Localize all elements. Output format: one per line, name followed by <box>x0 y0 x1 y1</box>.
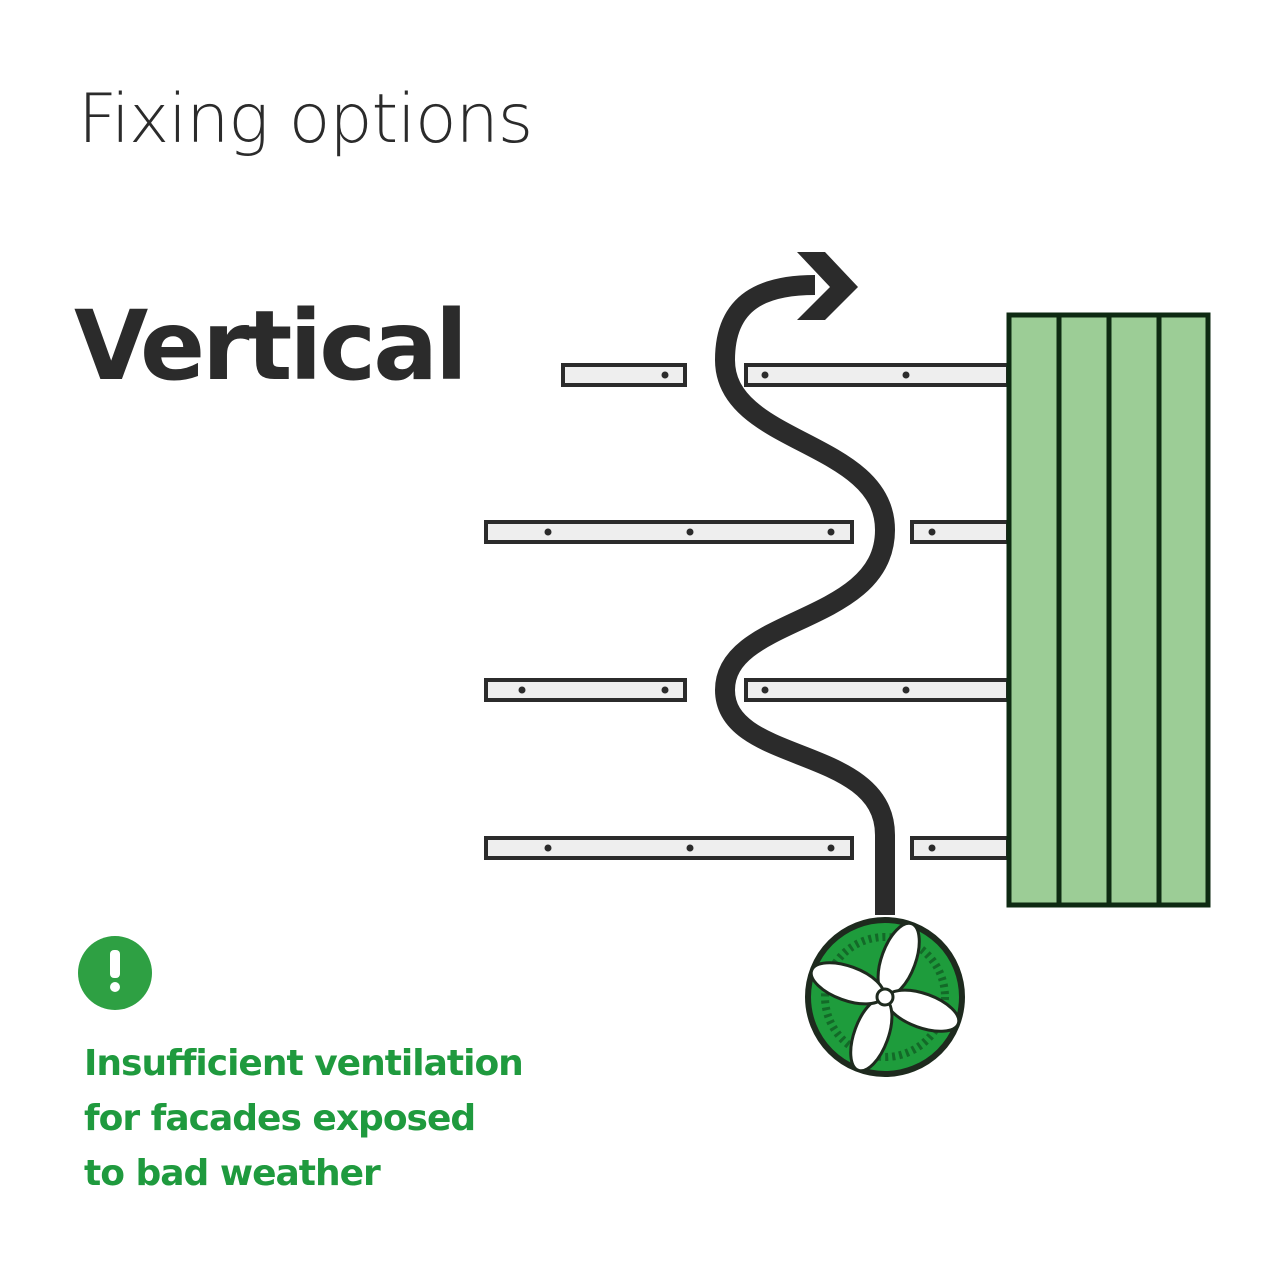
rail-screw <box>902 686 910 694</box>
rail-screw <box>686 844 694 852</box>
rail-screw <box>827 844 835 852</box>
rail <box>484 836 854 860</box>
rails <box>484 363 1010 860</box>
exclamation-circle-icon <box>78 936 152 1010</box>
rail-screw <box>761 371 769 379</box>
warning-note: Insufficient ventilation for facades exp… <box>84 1036 524 1201</box>
warning-line: for facades exposed <box>84 1098 476 1139</box>
airflow-path <box>714 275 896 915</box>
rail-screw <box>661 686 669 694</box>
rail <box>484 678 687 702</box>
rail-screw <box>518 686 526 694</box>
rail-screw <box>544 528 552 536</box>
warning-line: Insufficient ventilation <box>84 1043 524 1084</box>
facade-panel <box>1006 312 1211 908</box>
rail <box>910 836 1010 860</box>
rail-screw <box>902 371 910 379</box>
rail-screw <box>827 528 835 536</box>
rail-screw <box>761 686 769 694</box>
page-title: Fixing options <box>78 80 533 159</box>
airflow-arrow-icon <box>797 252 858 320</box>
fixing-type-heading: Vertical <box>74 290 468 402</box>
rail <box>744 678 1010 702</box>
rail-screw <box>928 844 936 852</box>
warning-line: to bad weather <box>84 1153 381 1194</box>
rail-screw <box>661 371 669 379</box>
rail <box>484 520 854 544</box>
rail <box>910 520 1010 544</box>
rail <box>561 363 687 387</box>
rail-screw <box>928 528 936 536</box>
rail-screw <box>544 844 552 852</box>
rail <box>744 363 1010 387</box>
rail-screw <box>686 528 694 536</box>
fan-icon <box>805 917 965 1077</box>
